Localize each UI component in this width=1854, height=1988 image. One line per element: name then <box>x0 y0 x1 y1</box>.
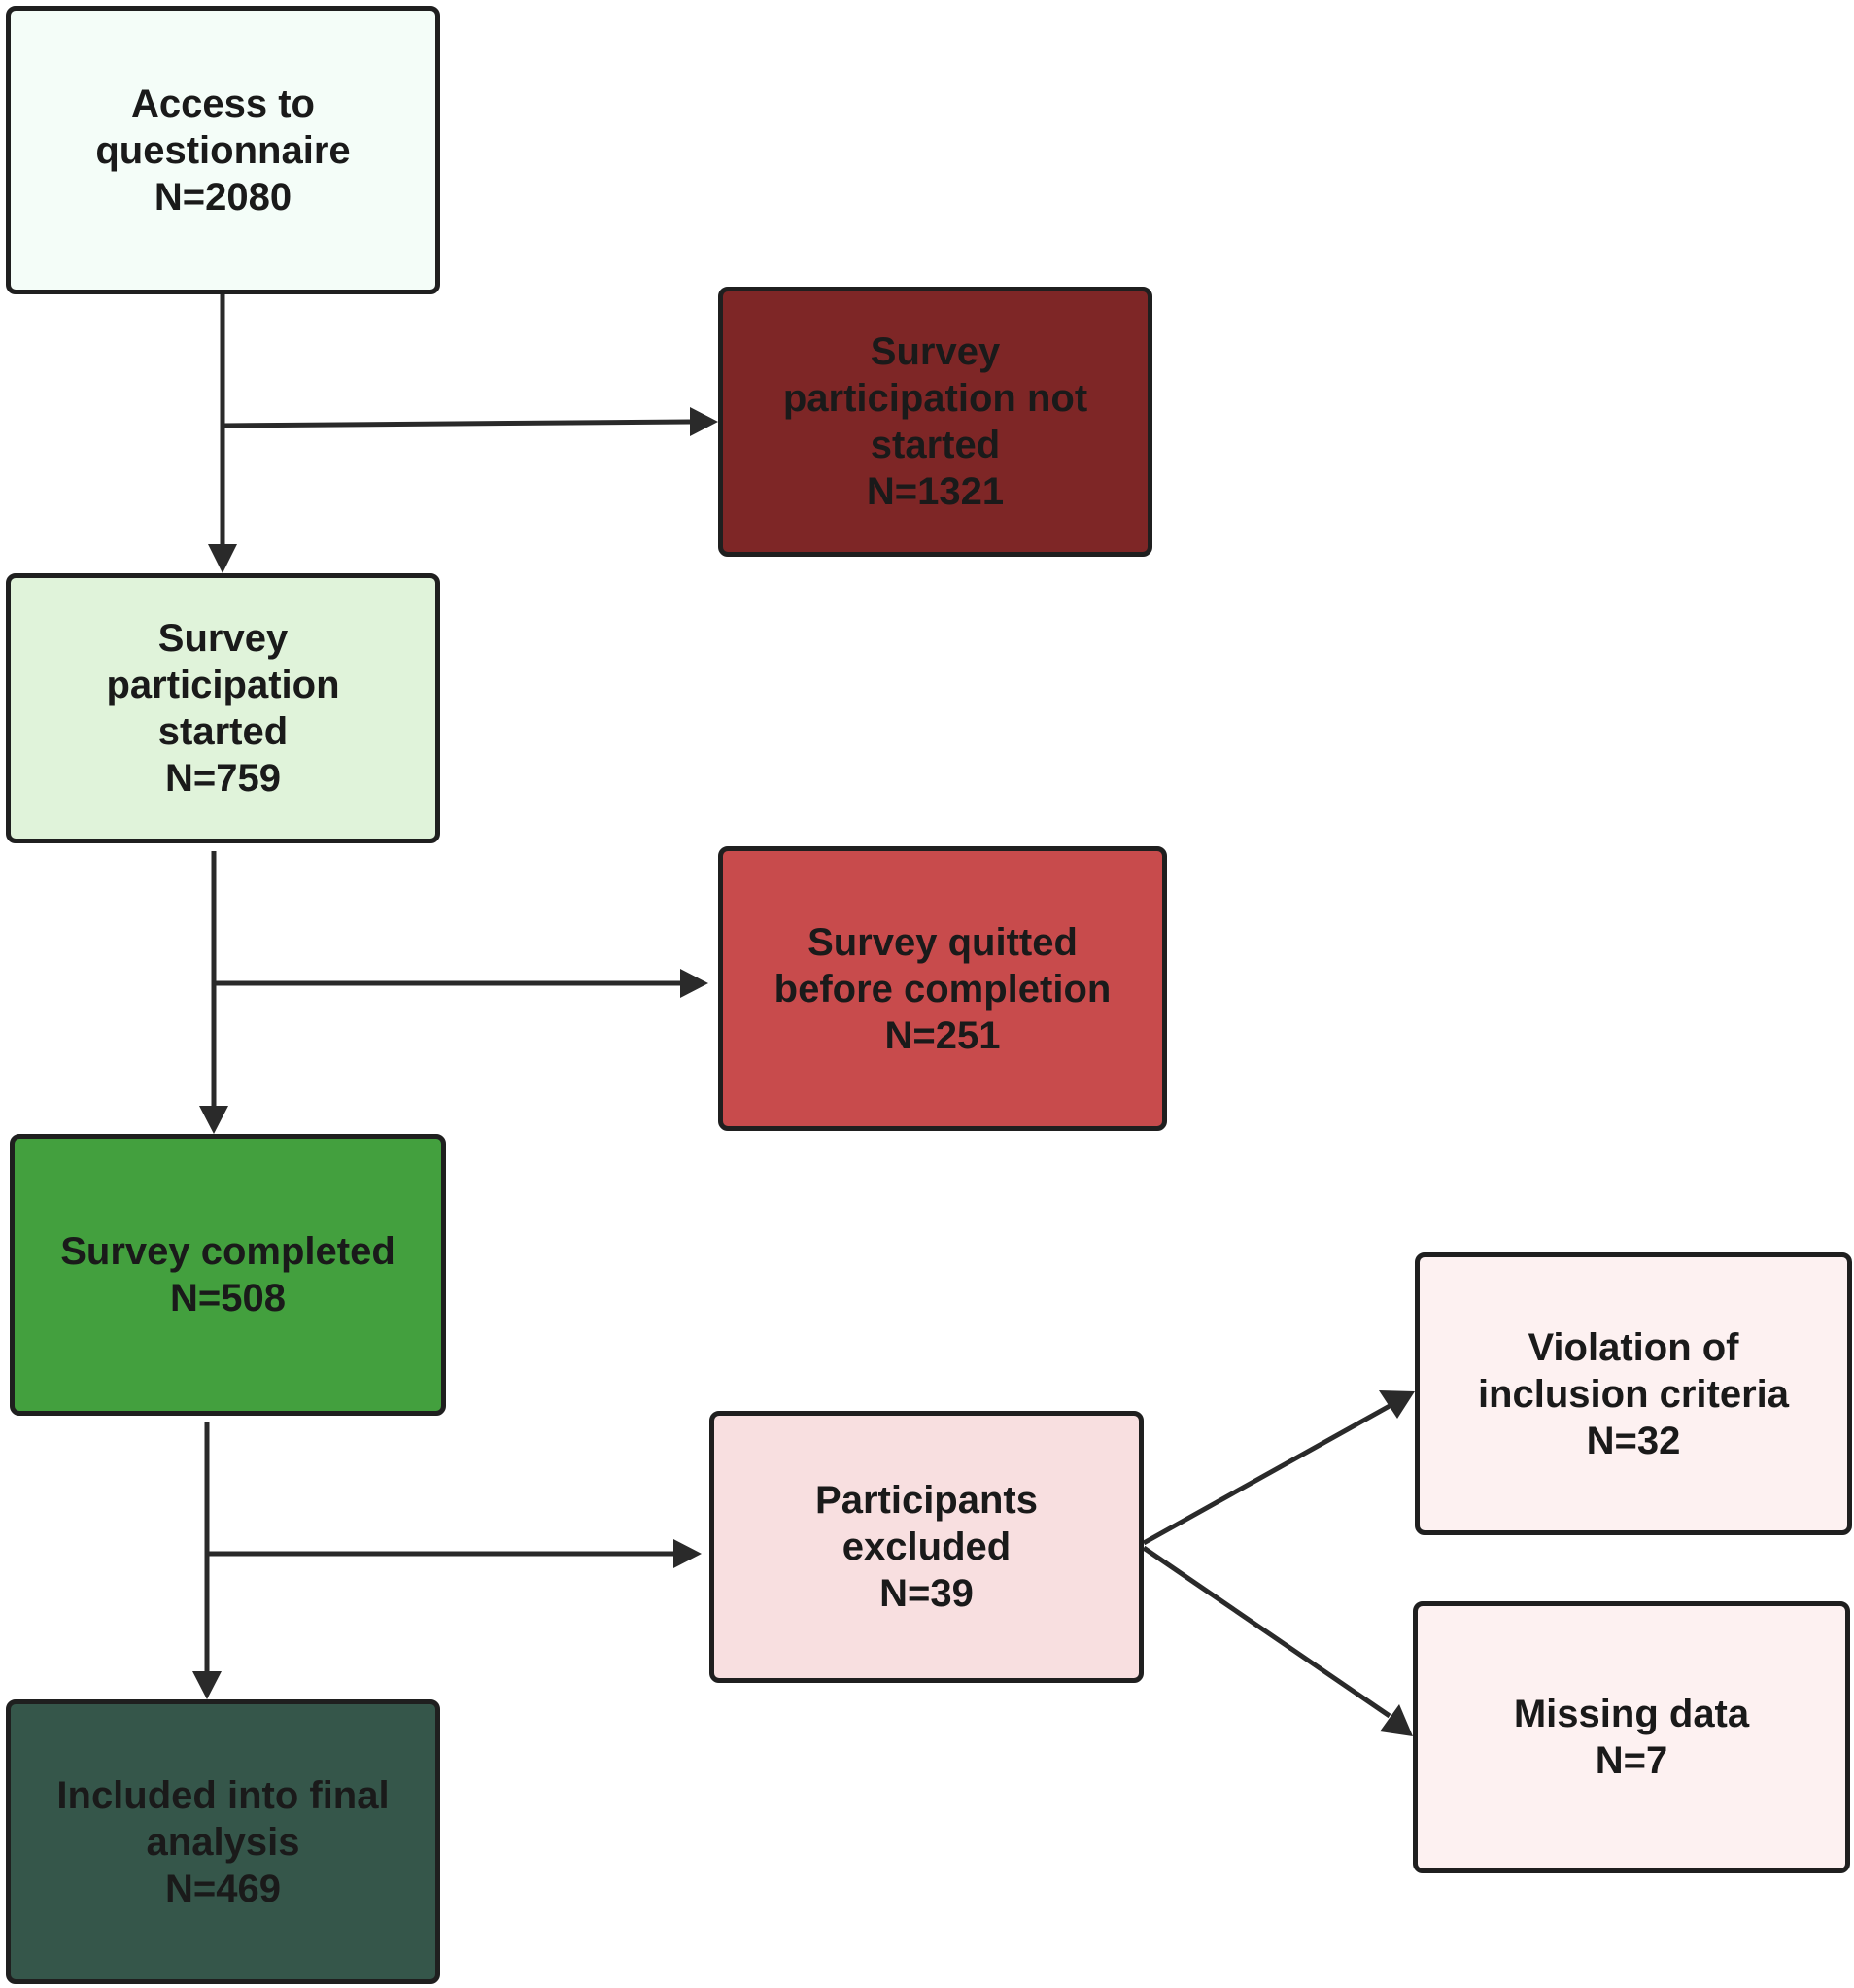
arrow-to-not-started <box>222 419 691 428</box>
arrowhead-started-to-completed <box>199 1106 228 1134</box>
arrow-to-violation <box>1142 1403 1391 1546</box>
label-violation-of-inclusion-criteria: Violation of inclusion criteria N=32 <box>1477 1325 1790 1462</box>
arrowhead-access-to-started <box>208 544 237 573</box>
label-included-final-analysis: Included into final analysis N=469 <box>56 1773 390 1910</box>
arrowhead-completed-to-final <box>192 1671 222 1699</box>
label-participation-not-started: Survey participation not started N=1321 <box>782 330 1088 513</box>
label-missing-data: Missing data N=7 <box>1513 1693 1750 1782</box>
arrowhead-to-excluded <box>673 1539 702 1568</box>
label-survey-quitted: Survey quitted before completion N=251 <box>773 920 1112 1057</box>
box-missing-data: Missing data N=7 <box>1413 1601 1850 1873</box>
arrowhead-to-violation <box>1379 1390 1415 1419</box>
label-participants-excluded: Participants excluded N=39 <box>815 1479 1038 1615</box>
box-violation-of-inclusion-criteria: Violation of inclusion criteria N=32 <box>1415 1252 1852 1535</box>
box-participation-not-started: Survey participation not started N=1321 <box>718 287 1152 557</box>
box-participation-started: Survey participation started N=759 <box>6 573 440 843</box>
label-survey-completed: Survey completed N=508 <box>60 1230 395 1320</box>
box-participants-excluded: Participants excluded N=39 <box>709 1411 1144 1683</box>
arrowhead-to-not-started <box>690 407 718 436</box>
arrow-to-missing <box>1142 1545 1391 1719</box>
box-included-final-analysis: Included into final analysis N=469 <box>6 1699 440 1984</box>
label-participation-started: Survey participation started N=759 <box>106 617 340 800</box>
box-survey-completed: Survey completed N=508 <box>10 1134 446 1416</box>
arrowhead-to-quitted <box>680 969 708 998</box>
box-access-to-questionnaire: Access to questionnaire N=2080 <box>6 6 440 294</box>
label-access-to-questionnaire: Access to questionnaire N=2080 <box>95 82 351 219</box>
box-survey-quitted: Survey quitted before completion N=251 <box>718 846 1167 1131</box>
arrowhead-to-missing <box>1380 1704 1413 1736</box>
